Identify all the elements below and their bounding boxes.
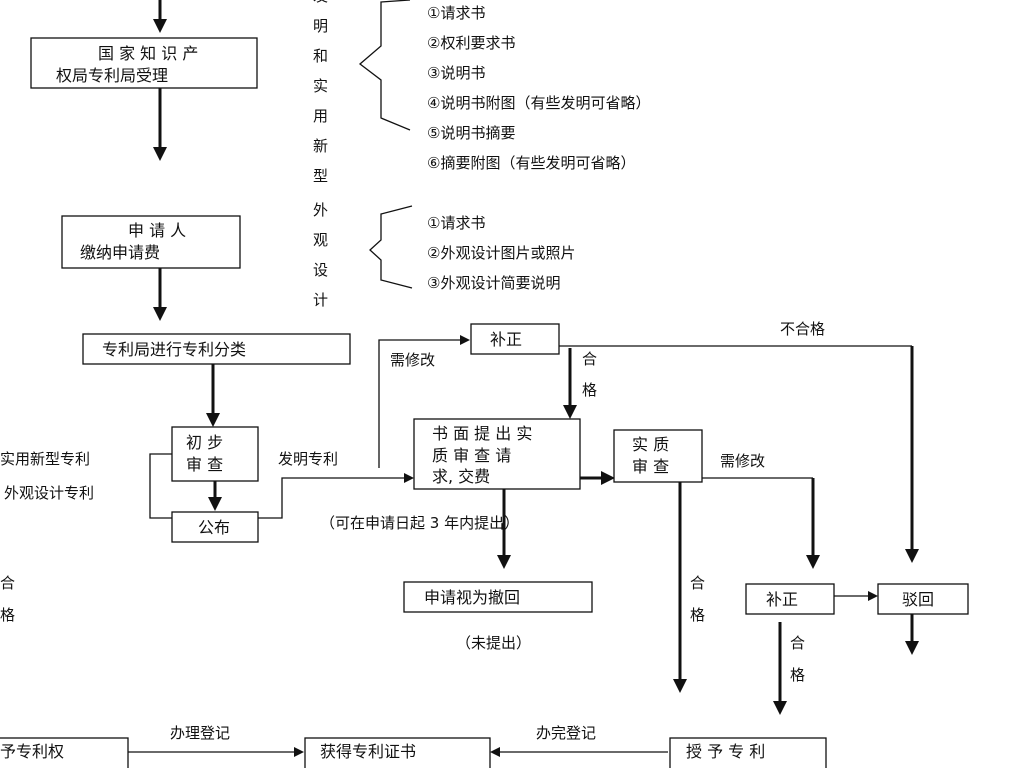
box-patent-office-receive-line2: 权局专利局受理: [56, 66, 168, 85]
box-application-withdrawn: [403, 581, 593, 613]
box-obtain-certificate-label: 获得专利证书: [320, 742, 416, 761]
vertical-char-design: 计: [313, 291, 328, 309]
label-within-3-years: （可在申请日起 3 年内提出）: [320, 514, 519, 532]
label-pass-mid-1: 合: [690, 574, 705, 592]
invention-doc-item: ④说明书附图（有些发明可省略）: [427, 94, 650, 112]
invention-doc-item: ②权利要求书: [427, 34, 515, 52]
box-patent-office-receive: [30, 37, 258, 89]
box-applicant-pay-fee-line1: 申 请 人: [128, 221, 186, 240]
list-invention-docs: ①请求书 ②权利要求书 ③说明书 ④说明书附图（有些发明可省略） ⑤说明书摘要 ⑥摘要附图…: [427, 4, 650, 172]
box-grant-patent: [669, 737, 827, 768]
box-written-substantive-request: [413, 418, 581, 490]
invention-doc-item: ⑥摘要附图（有些发明可省略）: [427, 154, 635, 172]
vertical-char-invention: 用: [313, 107, 328, 125]
box-written-substantive-request-line1: 书 面 提 出 实: [432, 424, 532, 443]
box-patent-classification-label: 专利局进行专利分类: [102, 340, 246, 359]
vertical-char-invention: 型: [313, 167, 328, 185]
label-not-pass: 不合格: [780, 320, 825, 338]
box-preliminary-review-line1: 初 步: [186, 433, 223, 452]
list-design-docs: ①请求书 ②外观设计图片或照片 ③外观设计简要说明: [427, 214, 575, 292]
box-grant-patent-label: 授 予 专 利: [686, 742, 765, 761]
design-doc-item: ③外观设计简要说明: [427, 274, 560, 292]
label-pass-top-2: 格: [582, 381, 597, 399]
label-register: 办理登记: [170, 724, 230, 742]
box-written-substantive-request-line2: 质 审 查 请: [432, 446, 511, 465]
box-correction-bottom: [745, 583, 835, 615]
label-pass-left-1: 合: [0, 574, 15, 592]
box-correction-top: [470, 323, 560, 355]
label-pass-low-1: 合: [790, 634, 805, 652]
vertical-label-invention: 发明和实用新型: [313, 0, 328, 185]
box-preliminary-review-line2: 审 查: [186, 455, 223, 474]
label-invention-patent: 发明专利: [278, 450, 338, 468]
vertical-char-invention: 实: [313, 77, 328, 95]
vertical-char-invention: 发: [313, 0, 328, 5]
label-utility-model-patent: 实用新型专利: [0, 450, 90, 468]
box-substantive-review: [613, 429, 703, 483]
design-doc-item: ①请求书: [427, 214, 485, 232]
line-publish-to-written-request: [258, 473, 414, 519]
box-reject: [877, 583, 969, 615]
box-substantive-review-line1: 实 质: [632, 435, 669, 454]
box-correction-bottom-label: 补正: [766, 590, 798, 609]
box-substantive-review-line2: 审 查: [632, 457, 669, 476]
box-applicant-pay-fee-line2: 缴纳申请费: [80, 243, 160, 262]
box-grant-patent-right: [0, 737, 129, 768]
vertical-label-design: 外观设计: [313, 201, 328, 309]
box-correction-top-label: 补正: [490, 330, 522, 349]
brace-design-docs: [369, 205, 413, 289]
box-publish: [171, 511, 259, 543]
vertical-char-invention: 和: [313, 47, 328, 65]
label-pass-left-2: 格: [0, 606, 15, 624]
box-written-substantive-request-line3: 求, 交费: [432, 467, 490, 486]
label-pass-mid-2: 格: [690, 606, 705, 624]
box-grant-patent-right-label: 予专利权: [0, 742, 64, 761]
box-patent-office-receive-line1: 国 家 知 识 产: [98, 44, 198, 63]
box-reject-label: 驳回: [902, 590, 934, 609]
invention-doc-item: ①请求书: [427, 4, 485, 22]
label-need-modify-right: 需修改: [720, 452, 765, 470]
vertical-char-design: 设: [313, 261, 328, 279]
box-patent-classification: [82, 333, 351, 365]
vertical-char-design: 观: [313, 231, 328, 249]
box-applicant-pay-fee: [61, 215, 241, 269]
box-obtain-certificate: [304, 737, 491, 768]
vertical-char-design: 外: [313, 201, 328, 219]
invention-doc-item: ③说明书: [427, 64, 485, 82]
label-not-filed: （未提出）: [456, 634, 531, 652]
label-register-done: 办完登记: [536, 724, 596, 742]
label-pass-low-2: 格: [790, 666, 805, 684]
vertical-char-invention: 新: [313, 137, 328, 155]
bracket-utility-design: [149, 453, 172, 519]
vertical-char-invention: 明: [313, 17, 328, 35]
brace-invention-docs: [358, 0, 411, 131]
line-prelim-need-modify: [378, 335, 470, 468]
invention-doc-item: ⑤说明书摘要: [427, 124, 515, 142]
box-publish-label: 公布: [198, 518, 230, 537]
design-doc-item: ②外观设计图片或照片: [427, 244, 575, 262]
box-application-withdrawn-label: 申请视为撤回: [424, 588, 520, 607]
label-need-modify-top: 需修改: [390, 351, 435, 369]
label-pass-top-1: 合: [582, 350, 597, 368]
label-design-patent: 外观设计专利: [4, 484, 94, 502]
